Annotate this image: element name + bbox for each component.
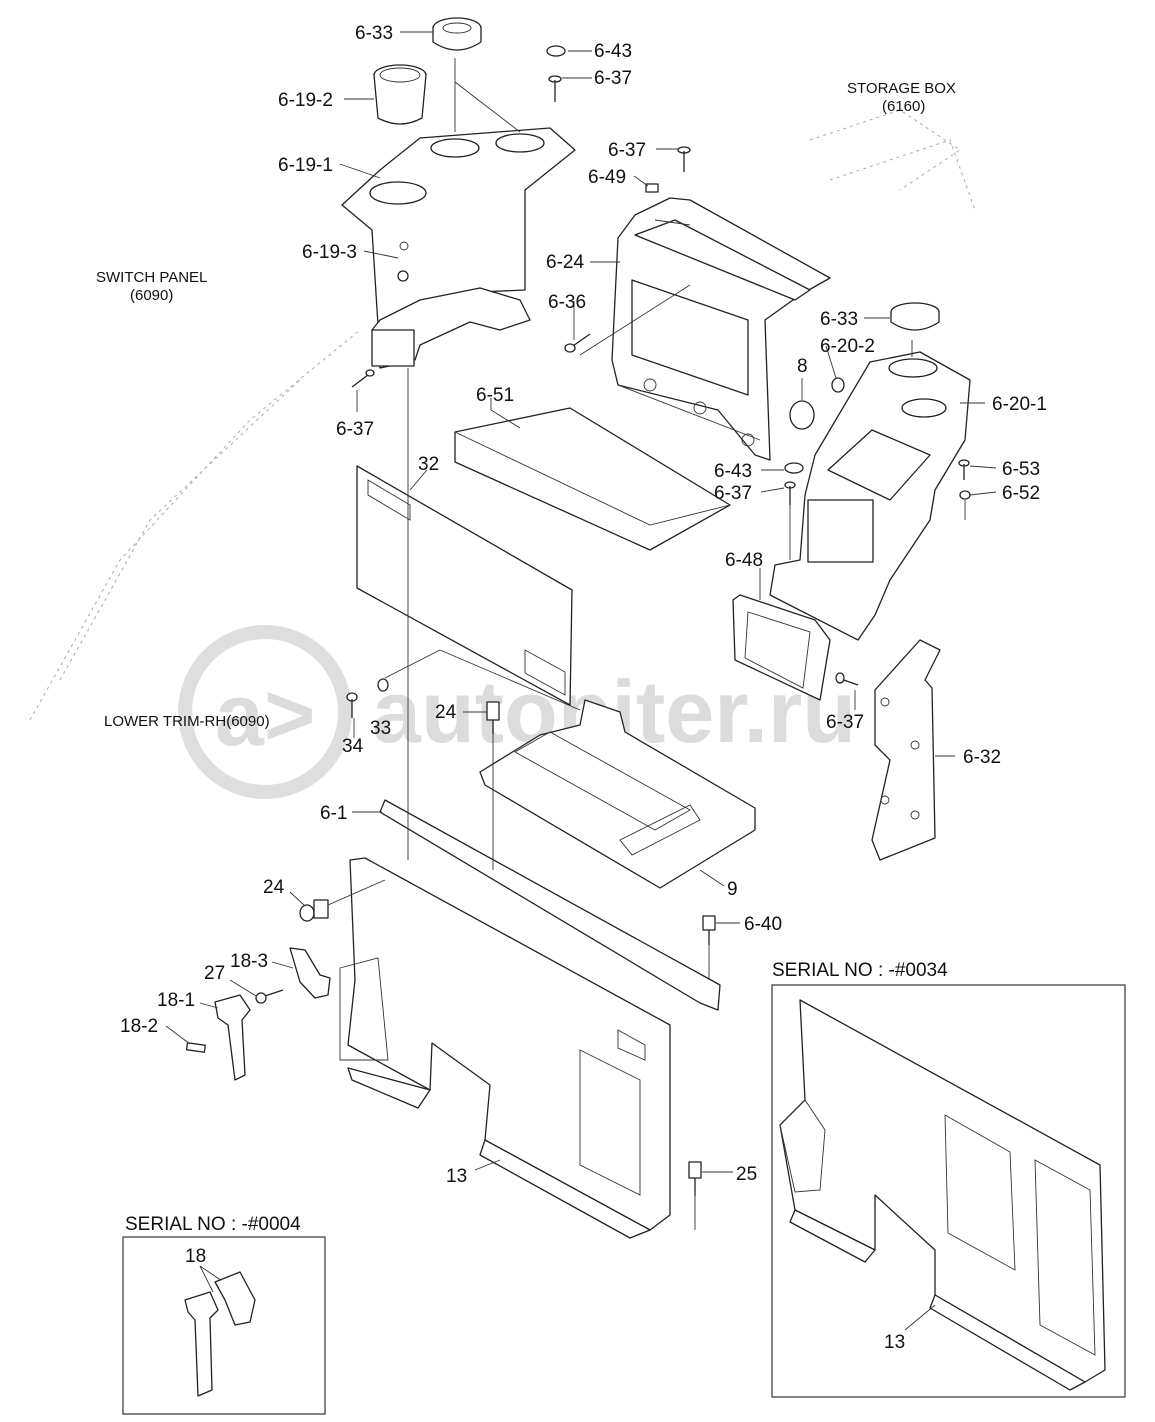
caption-storage-box-code: (6160) xyxy=(882,98,925,115)
part-6-24-storage-panel xyxy=(611,197,831,461)
part-6-37-screw-c xyxy=(677,146,691,172)
part-27-bolt xyxy=(255,989,284,1004)
ghost-outline xyxy=(29,109,976,721)
callout-label: 6-51 xyxy=(476,385,514,406)
caption-lower-trim: LOWER TRIM-RH(6090) xyxy=(104,713,270,730)
callout-label: 24 xyxy=(263,877,285,898)
part-24-bolt-b xyxy=(299,899,329,922)
callout-label: 18-3 xyxy=(230,951,268,972)
callout-label: 6-1 xyxy=(320,803,347,824)
part-6-33-cap-right xyxy=(890,302,940,331)
part-32-grille-panel xyxy=(356,465,573,706)
inset-serial-0004: SERIAL NO : -#0004 18 xyxy=(122,1214,326,1415)
callout-label: 18-2 xyxy=(120,1016,158,1037)
callout-label: 27 xyxy=(204,963,225,984)
part-6-37-screw-a xyxy=(548,75,562,102)
part-6-43-cap xyxy=(546,45,566,57)
part-6-37-screw-e xyxy=(835,672,859,686)
part-6-19-2-cup xyxy=(373,64,427,125)
part-6-43-cap-right xyxy=(784,462,804,474)
callout-label: 6-40 xyxy=(744,914,782,935)
callout-label: 18 xyxy=(185,1246,206,1267)
part-34-screw xyxy=(346,692,358,718)
part-13-lower-panel xyxy=(339,857,671,1239)
part-6-49-clip xyxy=(645,183,659,193)
callout-label: 6-37 xyxy=(336,419,374,440)
callout-label: 25 xyxy=(736,1164,757,1185)
watermark-logo-glyph: a> xyxy=(215,665,315,764)
callout-label: 13 xyxy=(884,1332,905,1353)
callout-label: 34 xyxy=(342,736,364,757)
callout-label: 32 xyxy=(418,454,439,475)
callout-label: 6-33 xyxy=(820,309,858,330)
inset-latch xyxy=(214,1271,256,1326)
callout-label: 6-37 xyxy=(826,712,864,733)
callout-label: 6-37 xyxy=(714,483,752,504)
part-25-bolt xyxy=(688,1161,702,1196)
callout-label: 6-19-2 xyxy=(278,90,333,111)
callout-labels: 6-33 6-43 6-37 6-19-2 6-19-1 6-19-3 6-37… xyxy=(120,23,1047,1187)
inset-lower-panel xyxy=(779,999,1106,1383)
callout-label: 9 xyxy=(727,879,738,900)
part-6-37-screw-d xyxy=(784,481,796,505)
callout-label: 6-33 xyxy=(355,23,393,44)
callout-label: 6-53 xyxy=(1002,459,1040,480)
callout-label: 8 xyxy=(797,356,808,377)
callout-label: 6-19-1 xyxy=(278,155,333,176)
callout-label: 13 xyxy=(446,1166,467,1187)
part-6-33-cap-top xyxy=(432,17,482,51)
inset-handle xyxy=(184,1291,219,1397)
part-6-36-screw xyxy=(564,333,591,353)
inset-serial-0034: SERIAL NO : -#0034 13 xyxy=(771,960,1126,1398)
part-6-48-pocket xyxy=(732,594,831,701)
callout-label: 18-1 xyxy=(157,990,195,1011)
callout-label: 6-48 xyxy=(725,550,763,571)
part-24-bolt-a xyxy=(486,701,500,734)
inset-frame xyxy=(771,984,1126,1398)
callout-label: 6-37 xyxy=(594,68,632,89)
part-6-32-bracket xyxy=(871,639,941,861)
part-18-3-latch xyxy=(289,947,331,999)
callout-label: 6-36 xyxy=(548,292,586,313)
part-8-clamp xyxy=(789,400,815,430)
caption-storage-box-title: STORAGE BOX xyxy=(847,80,956,97)
part-6-40-bolt xyxy=(702,915,716,945)
part-6-20-2-knob xyxy=(831,377,845,393)
caption-switch-panel-title: SWITCH PANEL xyxy=(96,269,207,286)
part-6-51-tray xyxy=(454,407,731,551)
part-6-37-screw-b xyxy=(351,369,375,388)
caption-switch-panel-code: (6090) xyxy=(130,287,173,304)
alignment-lines xyxy=(327,58,966,1230)
callout-label: 6-19-3 xyxy=(302,242,357,263)
callout-label: 6-49 xyxy=(588,167,626,188)
callout-label: 6-43 xyxy=(714,461,752,482)
inset-title: SERIAL NO : -#0034 xyxy=(772,960,948,981)
callout-label: 6-52 xyxy=(1002,483,1040,504)
inset-title: SERIAL NO : -#0004 xyxy=(125,1214,301,1235)
callout-label: 6-32 xyxy=(963,747,1001,768)
callout-label: 6-43 xyxy=(594,41,632,62)
part-33-washer xyxy=(377,678,389,692)
callout-label: 6-24 xyxy=(546,252,584,273)
callout-label: 24 xyxy=(435,702,457,723)
part-6-1-strip xyxy=(379,799,721,1011)
part-6-20-1-console-right xyxy=(769,351,971,641)
part-18-2-pin xyxy=(185,1042,206,1053)
callout-label: 6-37 xyxy=(608,140,646,161)
callout-label: 33 xyxy=(370,718,391,739)
part-6-19-1-console xyxy=(341,127,576,369)
callout-label: 6-20-1 xyxy=(992,394,1047,415)
inset-frame xyxy=(122,1236,326,1415)
part-18-1-handle xyxy=(214,994,251,1081)
leader-lines xyxy=(165,31,997,1173)
callout-label: 6-20-2 xyxy=(820,336,875,357)
part-6-53-bolt xyxy=(958,459,970,480)
part-9-base-bracket xyxy=(479,699,756,889)
part-6-52-washer xyxy=(959,490,971,500)
